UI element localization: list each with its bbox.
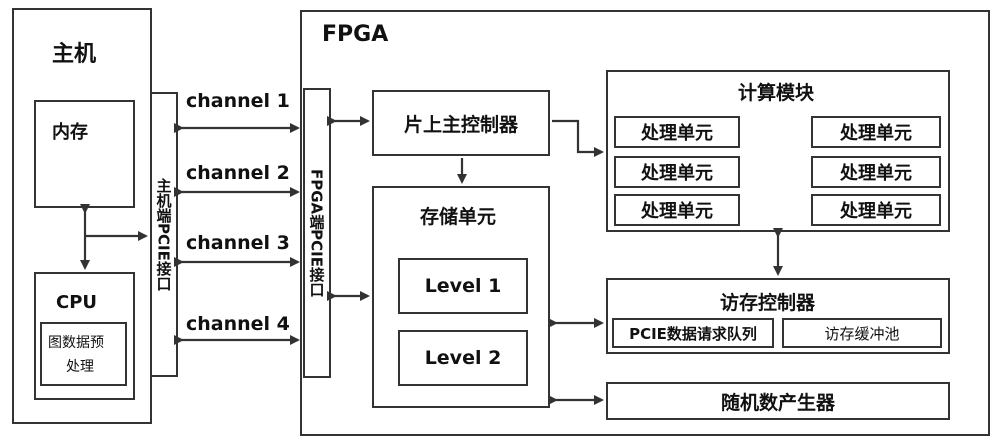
level-1-box: Level 1 [398,258,528,314]
main-controller-box: 片上主控制器 [372,90,550,156]
rng-box: 随机数产生器 [606,382,950,420]
host-pcie-interface: 主机端PCIE接口 [150,92,178,377]
channel-1-label: channel 1 [186,90,290,112]
preprocess-label-2: 处理 [66,359,94,375]
storage-title: 存储单元 [420,206,497,228]
processing-unit-label: 处理单元 [840,123,912,144]
memory-label: 内存 [52,122,88,143]
level-2-box: Level 2 [398,330,528,386]
access-buffer-box: 访存缓冲池 [782,318,942,348]
level-2-label: Level 2 [424,347,502,369]
main-controller-label: 片上主控制器 [403,113,518,136]
compute-title: 计算模块 [738,82,815,104]
cpu-label: CPU [56,292,98,313]
processing-unit-label: 处理单元 [840,163,912,184]
processing-unit: 处理单元 [614,194,740,226]
channel-2-label: channel 2 [186,162,290,184]
processing-unit: 处理单元 [614,116,740,148]
pcie-request-queue-label: PCIE数据请求队列 [629,324,757,343]
preprocess-label-1: 图数据预 [48,335,104,351]
mem-controller-title: 访存控制器 [720,292,816,314]
processing-unit: 处理单元 [614,156,740,188]
processing-unit: 处理单元 [811,116,941,148]
pcie-request-queue-box: PCIE数据请求队列 [612,318,774,348]
processing-unit-label: 处理单元 [840,201,912,222]
fpga-pcie-interface: FPGA端PCIE接口 [303,88,331,378]
channel-3-label: channel 3 [186,232,290,254]
processing-unit-label: 处理单元 [641,201,713,222]
host-pcie-label: 主机端PCIE接口 [154,178,173,291]
host-title: 主机 [52,42,97,67]
processing-unit: 处理单元 [811,194,941,226]
controller-compute-arrow [552,119,604,157]
channel-4-label: channel 4 [186,313,290,335]
rng-label: 随机数产生器 [720,391,835,414]
fpga-pcie-label: FPGA端PCIE接口 [307,169,326,297]
fpga-title: FPGA [322,22,389,47]
access-buffer-label: 访存缓冲池 [824,324,900,343]
level-1-label: Level 1 [424,275,502,297]
processing-unit-label: 处理单元 [641,163,713,184]
processing-unit: 处理单元 [811,156,941,188]
processing-unit-label: 处理单元 [641,123,713,144]
preprocess-box [40,322,127,386]
